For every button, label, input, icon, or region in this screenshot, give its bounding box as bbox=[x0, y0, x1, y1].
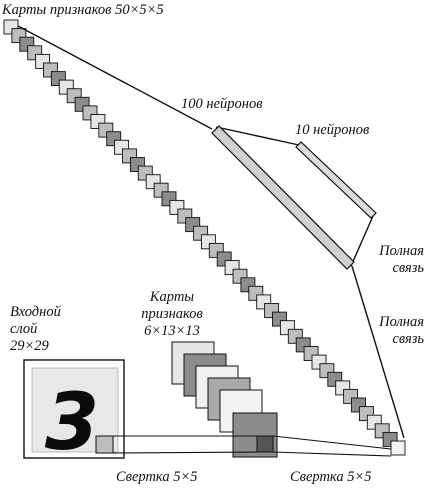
connection-line-top bbox=[17, 25, 213, 130]
neurons-100-to-10-lines bbox=[215, 126, 374, 267]
neurons-10-layer bbox=[295, 141, 377, 219]
label-full-connection-1-line2: связь bbox=[392, 260, 424, 276]
label-feature-maps-6-line3: 6×13×13 bbox=[144, 323, 200, 339]
connection-line-top bbox=[215, 126, 300, 146]
label-convolution-1: Свертка 5×5 bbox=[116, 469, 198, 485]
label-full-connection-2-line2: связь bbox=[392, 331, 424, 347]
label-input-line3: 29×29 bbox=[10, 338, 50, 354]
label-neurons-100: 100 нейронов bbox=[181, 96, 263, 112]
conv2-line-top bbox=[272, 435, 392, 450]
input-layer-image bbox=[31, 367, 119, 453]
label-feature-maps-50: Карты признаков 50×5×5 bbox=[1, 2, 164, 18]
conv2-line-bottom bbox=[272, 451, 392, 457]
label-input-line1: Входной bbox=[10, 304, 62, 320]
label-neurons-10: 10 нейронов bbox=[295, 122, 370, 138]
conv1-line-bottom bbox=[112, 451, 258, 454]
stack-to-neurons-100-lines bbox=[17, 25, 405, 439]
label-full-connection-1-line1: Полная bbox=[378, 243, 424, 259]
neurons-100-layer bbox=[211, 125, 355, 270]
feature-map-stack-50 bbox=[3, 19, 406, 456]
feature-map-stack-6 bbox=[171, 341, 278, 458]
connection-line-bottom bbox=[350, 215, 374, 267]
label-input-line2: слой bbox=[10, 321, 38, 337]
input-digit: 3 bbox=[45, 378, 99, 468]
conv2-receptive-field bbox=[256, 435, 274, 453]
feature-map-50-50 bbox=[390, 440, 406, 456]
label-full-connection-2-line1: Полная bbox=[378, 314, 424, 330]
label-convolution-2: Свертка 5×5 bbox=[290, 469, 372, 485]
connection-line-bottom bbox=[351, 265, 405, 439]
label-feature-maps-6-line2: признаков bbox=[141, 306, 203, 322]
conv1-receptive-field bbox=[95, 435, 114, 454]
input-layer: 3 bbox=[23, 359, 125, 468]
label-feature-maps-6-line1: Карты bbox=[149, 289, 194, 305]
convolution-lines bbox=[112, 435, 392, 457]
